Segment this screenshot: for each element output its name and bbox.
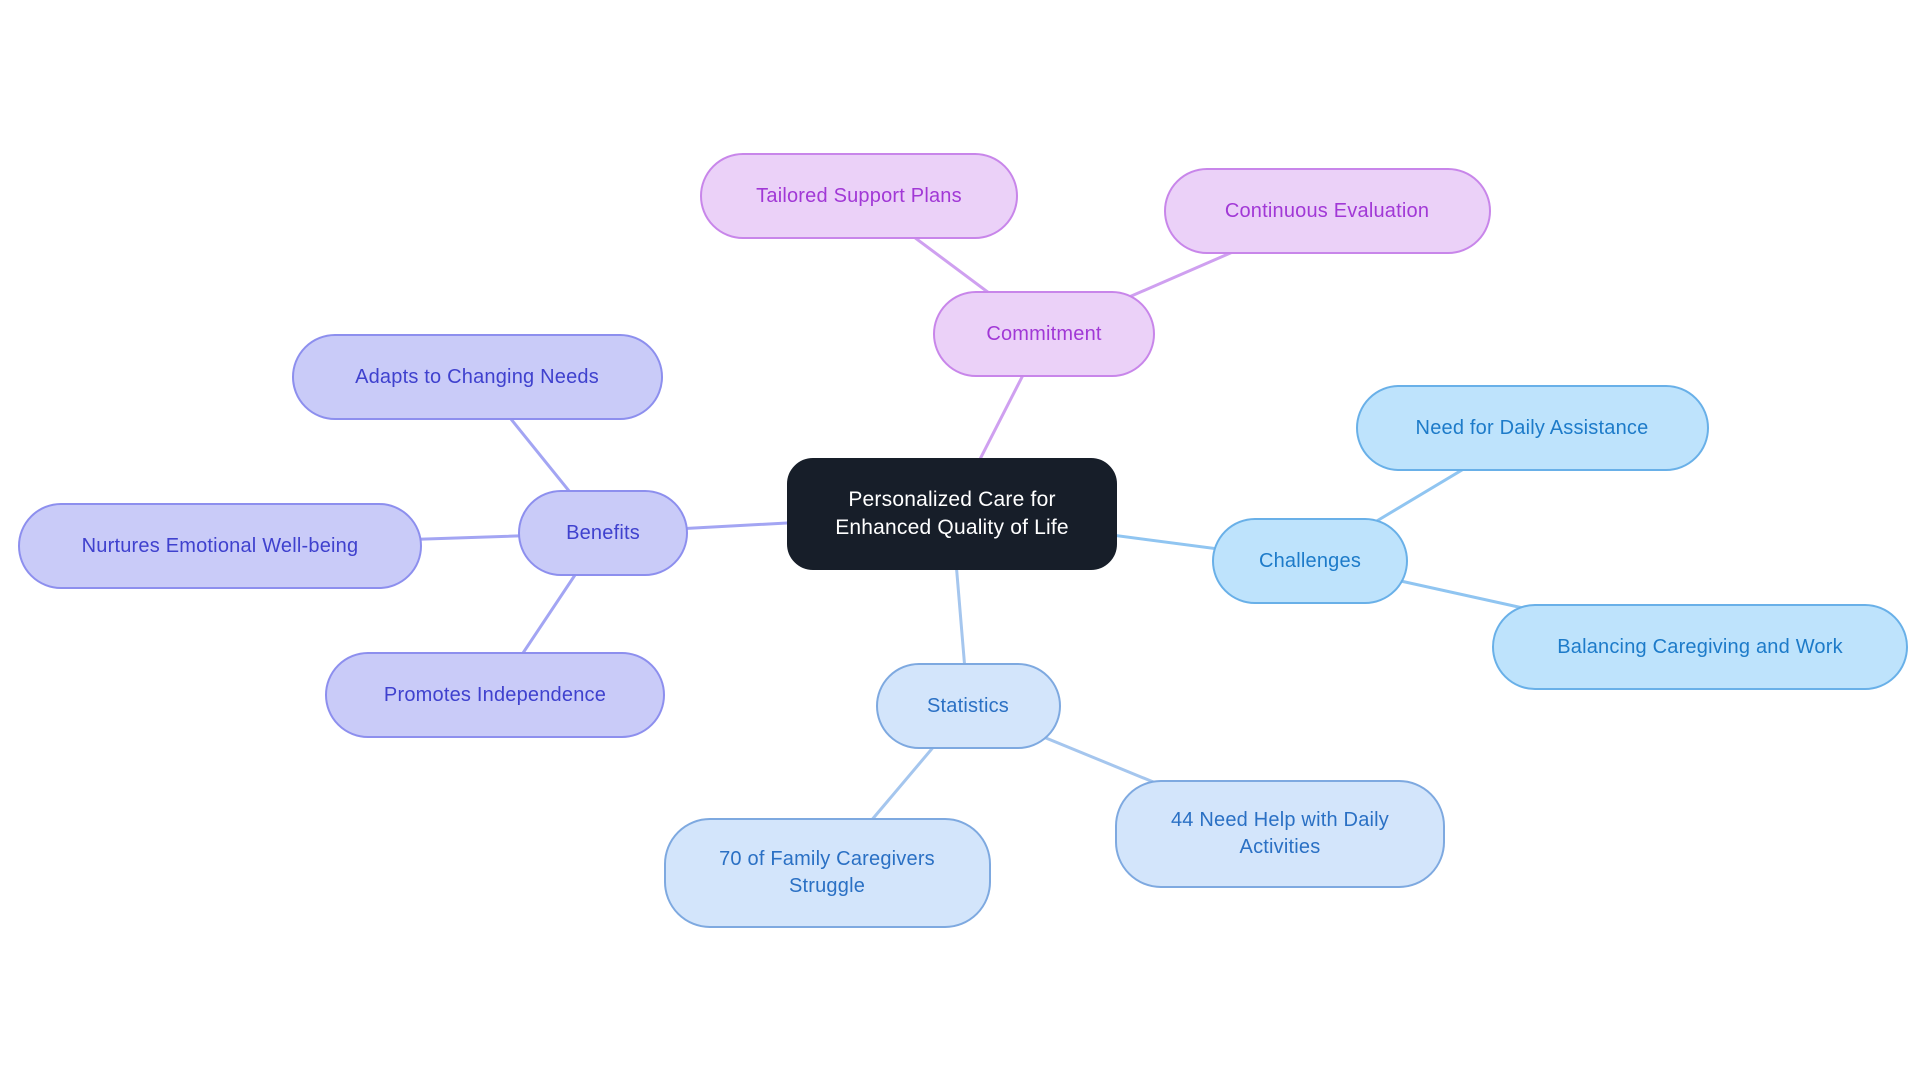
mindmap-node-statistics[interactable]: Statistics [875,663,1061,749]
node-label: Benefits [566,521,640,544]
node-label: Struggle [788,875,866,897]
node-label: Adapts to Changing Needs [355,365,599,388]
mindmap-node-adapts[interactable]: Adapts to Changing Needs [291,334,663,420]
mindmap-node-commitment[interactable]: Commitment [933,291,1155,377]
node-label: Nurtures Emotional Well-being [81,534,359,557]
mindmap-node-benefits[interactable]: Benefits [518,490,688,576]
node-label: Statistics [926,694,1010,717]
node-label: 44 Need Help with Daily [1170,809,1390,831]
node-label: Need for Daily Assistance [1415,416,1649,439]
node-label: Challenges [1258,549,1362,572]
mindmap-node-promotes[interactable]: Promotes Independence [325,652,665,738]
mindmap-node-need[interactable]: Need for Daily Assistance [1355,385,1709,471]
mindmap-node-nurtures[interactable]: Nurtures Emotional Well-being [18,503,422,589]
node-label: 70 of Family Caregivers [719,848,935,870]
mindmap-node-challenges[interactable]: Challenges [1212,518,1408,604]
node-label: Promotes Independence [383,683,607,706]
node-label: Enhanced Quality of Life [835,516,1069,539]
node-label: Continuous Evaluation [1224,199,1430,222]
node-label: Balancing Caregiving and Work [1557,635,1843,658]
node-label: Commitment [986,322,1102,345]
node-label: Activities [1239,836,1321,858]
mindmap-node-balancing[interactable]: Balancing Caregiving and Work [1492,604,1908,690]
mindmap-node-continuous[interactable]: Continuous Evaluation [1163,168,1491,254]
node-label: Tailored Support Plans [756,184,962,207]
node-label: Personalized Care for [848,487,1056,511]
mindmap-node-tailored[interactable]: Tailored Support Plans [700,153,1018,239]
